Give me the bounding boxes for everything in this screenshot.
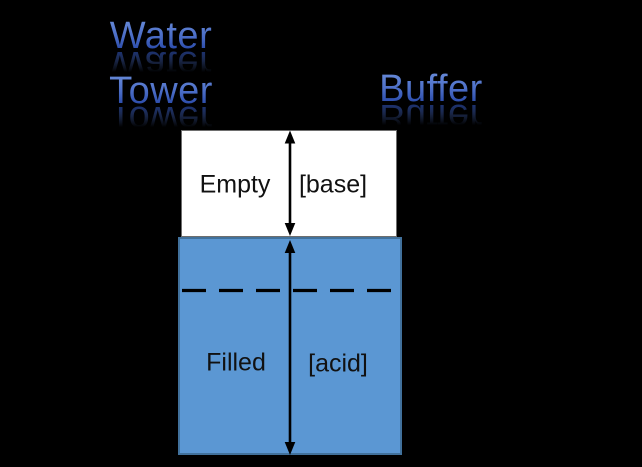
buffer-title-text: Buffer — [350, 70, 512, 108]
tower-title-text: Tower — [84, 72, 238, 110]
water-tower-title-line1: Water Water — [84, 17, 238, 85]
water-tower-title-line2: Tower Tower — [84, 72, 238, 140]
empty-label: Empty — [199, 170, 271, 199]
filled-label: Filled — [206, 348, 266, 377]
acid-concentration-label: [acid] — [308, 349, 368, 378]
base-concentration-label: [base] — [298, 170, 368, 199]
buffer-title: Buffer Buffer — [350, 70, 512, 138]
tank-filled-section: Filled [acid] — [178, 237, 402, 455]
tank-empty-section: Empty [base] — [181, 130, 397, 237]
water-title-text: Water — [84, 17, 238, 55]
